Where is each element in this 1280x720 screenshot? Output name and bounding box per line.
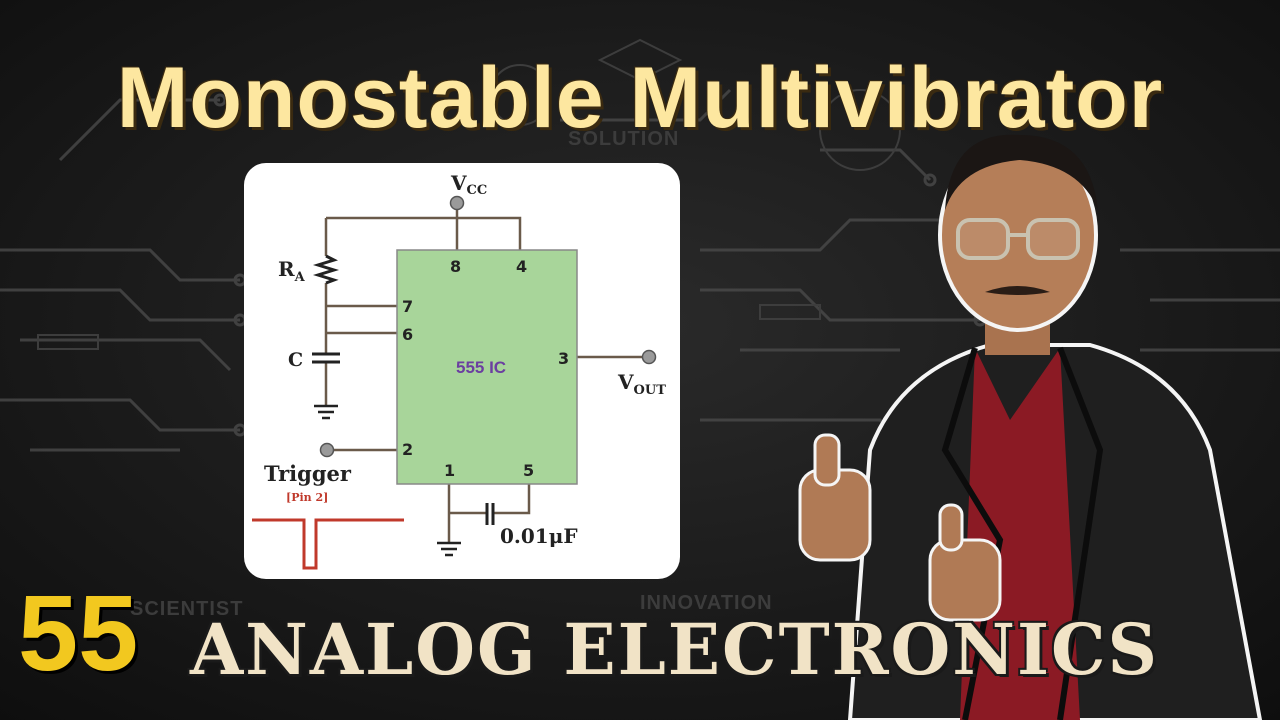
pin-8-label: 8 xyxy=(450,257,461,276)
vcc-bus-wire xyxy=(326,216,522,250)
background-word-solution: SOLUTION xyxy=(568,128,680,150)
circuit-diagram-card: VCC RA C VOUT Trigger 0.01μF 8 4 7 6 3 2… xyxy=(244,163,680,579)
cap-value-label: 0.01μF xyxy=(500,524,578,548)
pin-5-label: 5 xyxy=(523,461,534,480)
capacitor-icon xyxy=(312,352,340,364)
terminal-node-icon xyxy=(449,195,465,211)
background-word-scientist: SCIENTIST xyxy=(130,598,244,620)
pin-2-label: 2 xyxy=(402,440,413,459)
trigger-pin-label: [Pin 2] xyxy=(286,491,328,504)
capacitor-icon xyxy=(485,503,495,525)
vout-label: VOUT xyxy=(617,370,666,398)
terminal-node-icon xyxy=(319,442,335,458)
episode-number: 55 xyxy=(18,572,139,693)
background-word-innovation: INNOVATION xyxy=(640,592,773,614)
resistor-icon xyxy=(312,254,340,285)
pin-3-label: 3 xyxy=(558,349,569,368)
terminal-node-icon xyxy=(641,349,657,365)
trigger-label: Trigger xyxy=(264,461,352,486)
pin-7-label: 7 xyxy=(402,297,413,316)
pulse-waveform-icon xyxy=(252,518,404,570)
capacitor-label: C xyxy=(288,349,303,371)
ground-icon xyxy=(314,404,338,420)
pin-6-label: 6 xyxy=(402,325,413,344)
series-title: ANALOG ELECTRONICS xyxy=(190,608,1160,691)
pin5-wire xyxy=(492,484,531,515)
monostable-555-circuit: VCC RA C VOUT Trigger 0.01μF 8 4 7 6 3 2… xyxy=(252,171,666,570)
video-title: Monostable Multivibrator xyxy=(116,50,1164,146)
ic-label: 555 IC xyxy=(456,358,506,377)
vcc-label: VCC xyxy=(450,171,487,198)
ic-555-body xyxy=(396,249,578,485)
pin-4-label: 4 xyxy=(516,257,527,276)
presenter-illustration xyxy=(798,134,1263,720)
ground-icon xyxy=(437,541,461,557)
ra-label: RA xyxy=(278,257,306,285)
pin-1-label: 1 xyxy=(444,461,455,480)
